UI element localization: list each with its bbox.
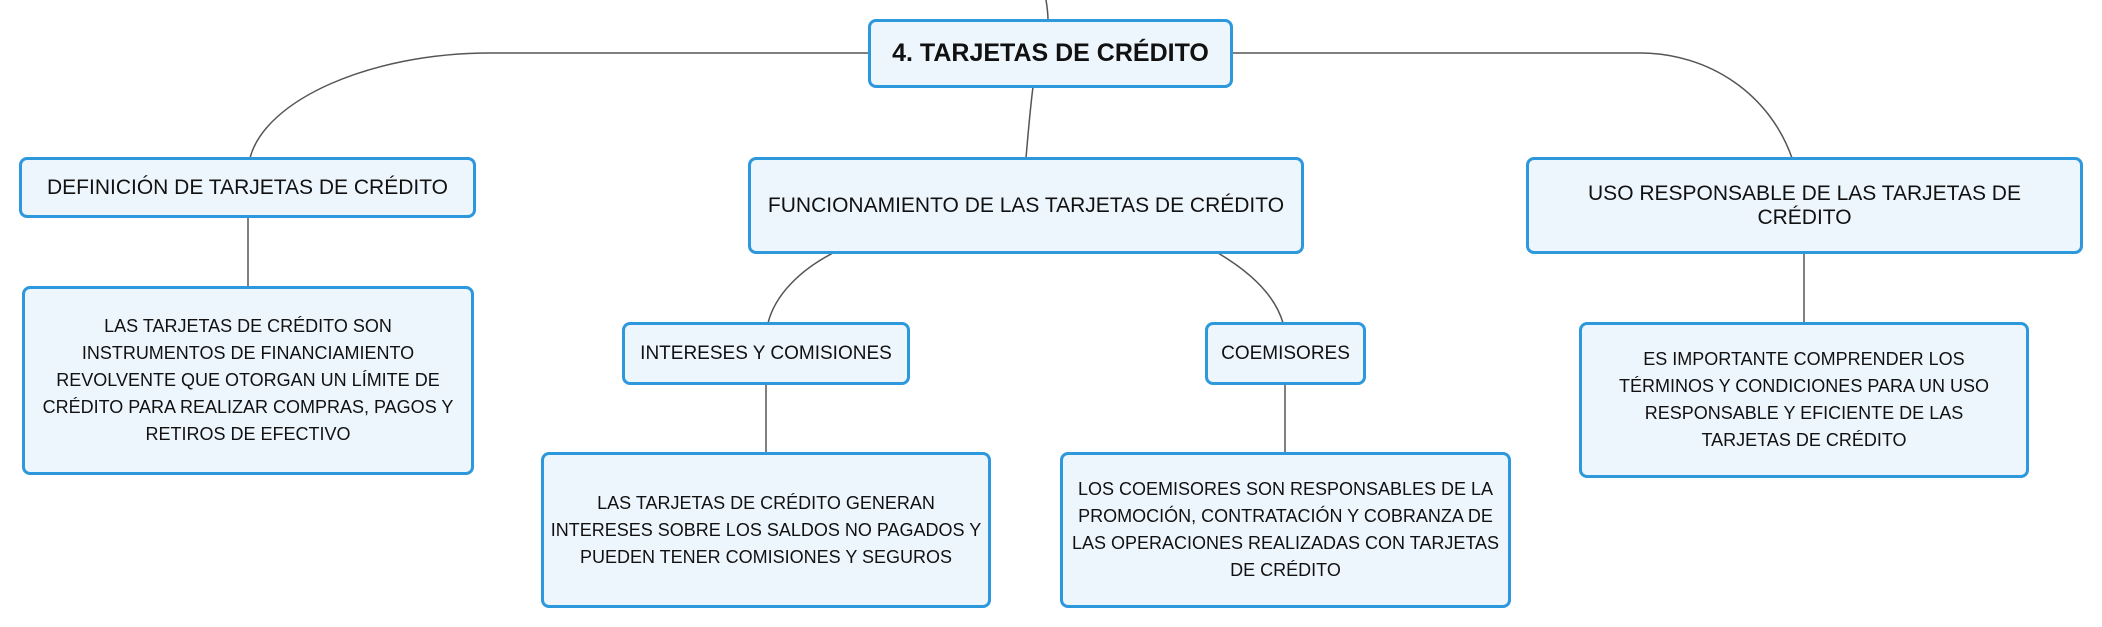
note-uso-node[interactable]: ES IMPORTANTE COMPRENDER LOS TÉRMINOS Y …: [1579, 322, 2029, 478]
note-intereses-node[interactable]: LAS TARJETAS DE CRÉDITO GENERAN INTERESE…: [541, 452, 991, 608]
subtopic-intereses-label: INTERESES Y COMISIONES: [640, 342, 892, 364]
topic-definicion-node[interactable]: DEFINICIÓN DE TARJETAS DE CRÉDITO: [19, 157, 476, 218]
subtopic-intereses-node[interactable]: INTERESES Y COMISIONES: [622, 322, 910, 385]
subtopic-coemisores-label: COEMISORES: [1221, 342, 1350, 364]
note-coemisores-node[interactable]: LOS COEMISORES SON RESPONSABLES DE LA PR…: [1060, 452, 1511, 608]
topic-uso-label: USO RESPONSABLE DE LAS TARJETAS DE CRÉDI…: [1588, 181, 2021, 229]
topic-funcionamiento-node[interactable]: FUNCIONAMIENTO DE LAS TARJETAS DE CRÉDIT…: [748, 157, 1304, 254]
root-topic-node[interactable]: 4. TARJETAS DE CRÉDITO: [868, 19, 1233, 88]
note-definicion-text: LAS TARJETAS DE CRÉDITO SON INSTRUMENTOS…: [42, 316, 454, 444]
topic-definicion-label: DEFINICIÓN DE TARJETAS DE CRÉDITO: [47, 175, 448, 199]
note-intereses-text: LAS TARJETAS DE CRÉDITO GENERAN INTERESE…: [550, 492, 982, 567]
connector-root-uso: [1232, 52, 1793, 159]
subtopic-coemisores-node[interactable]: COEMISORES: [1205, 322, 1366, 385]
root-topic-label: 4. TARJETAS DE CRÉDITO: [892, 39, 1209, 67]
note-definicion-node[interactable]: LAS TARJETAS DE CRÉDITO SON INSTRUMENTOS…: [22, 286, 474, 475]
note-uso-text: ES IMPORTANTE COMPRENDER LOS TÉRMINOS Y …: [1618, 349, 1990, 450]
connector-root-definicion: [249, 52, 870, 159]
connector-root-funcionamiento: [1025, 86, 1034, 159]
topic-funcionamiento-label: FUNCIONAMIENTO DE LAS TARJETAS DE CRÉDIT…: [767, 193, 1285, 217]
connector-funcionamiento-intereses: [767, 252, 834, 324]
connector-parent-root: [1045, 0, 1049, 21]
note-coemisores-text: LOS COEMISORES SON RESPONSABLES DE LA PR…: [1071, 479, 1500, 580]
connector-funcionamiento-coemisores: [1217, 252, 1284, 324]
topic-uso-node[interactable]: USO RESPONSABLE DE LAS TARJETAS DE CRÉDI…: [1526, 157, 2083, 254]
